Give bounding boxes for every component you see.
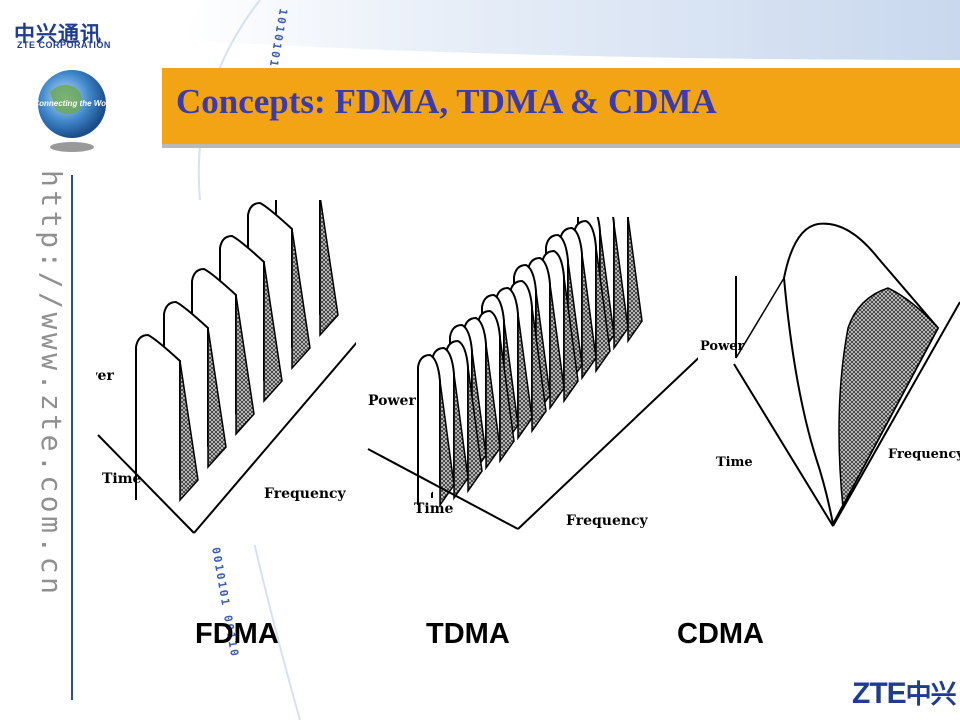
- time-label: Time: [716, 455, 753, 470]
- frequency-label: Frequency: [264, 486, 347, 502]
- vertical-url: http://www.zte.com.cn: [35, 170, 64, 598]
- cdma-diagram: Power Time Frequency: [698, 208, 960, 532]
- power-label: Power: [96, 368, 114, 384]
- time-axis: [367, 448, 519, 530]
- time-axis: [733, 363, 834, 527]
- slide-title: Concepts: FDMA, TDMA & CDMA: [176, 82, 717, 121]
- time-label: Time: [414, 501, 454, 517]
- tdma-drawing: Power Time Frequency: [367, 217, 709, 530]
- fdma-diagram: Power Time Frequency: [96, 200, 368, 545]
- company-logo-english: ZTE CORPORATION: [17, 40, 111, 50]
- fdma-caption: FDMA: [195, 618, 279, 650]
- globe-caption: ZTE Connecting the World: [16, 99, 117, 108]
- company-logo-chinese: 中兴通讯: [14, 22, 102, 46]
- frequency-axis: [517, 348, 709, 530]
- power-label: Power: [368, 393, 416, 409]
- frequency-axis: [193, 340, 359, 534]
- frequency-axis: [832, 301, 960, 527]
- background-swoosh: [180, 0, 960, 60]
- power-label: Power: [700, 339, 745, 354]
- url-text: http://www.zte.com.cn: [35, 170, 64, 598]
- tdma-slot-1-1: [417, 353, 455, 508]
- brand-latin: ZTE: [852, 677, 907, 710]
- title-bar: Concepts: FDMA, TDMA & CDMA: [162, 68, 960, 148]
- tdma-slot-blocks: [417, 217, 643, 508]
- frequency-label: Frequency: [888, 447, 960, 462]
- brand-chinese: 中兴: [905, 680, 957, 710]
- time-axis: [97, 434, 195, 534]
- fdma-channel-1: [135, 333, 199, 502]
- time-label: Time: [102, 471, 142, 487]
- fdma-drawing: Power Time Frequency: [96, 200, 359, 534]
- fdma-channel-blocks: [135, 200, 339, 502]
- cdma-drawing: Power Time Frequency: [700, 222, 960, 527]
- brand-logo: ZTE中兴: [852, 674, 957, 711]
- cdma-hatched-region: [832, 287, 939, 525]
- cdma-caption: CDMA: [677, 618, 764, 650]
- tdma-diagram: Power Time Frequency: [356, 217, 716, 553]
- frequency-label: Frequency: [566, 513, 649, 529]
- baseline: [735, 277, 785, 359]
- tdma-caption: TDMA: [426, 618, 510, 650]
